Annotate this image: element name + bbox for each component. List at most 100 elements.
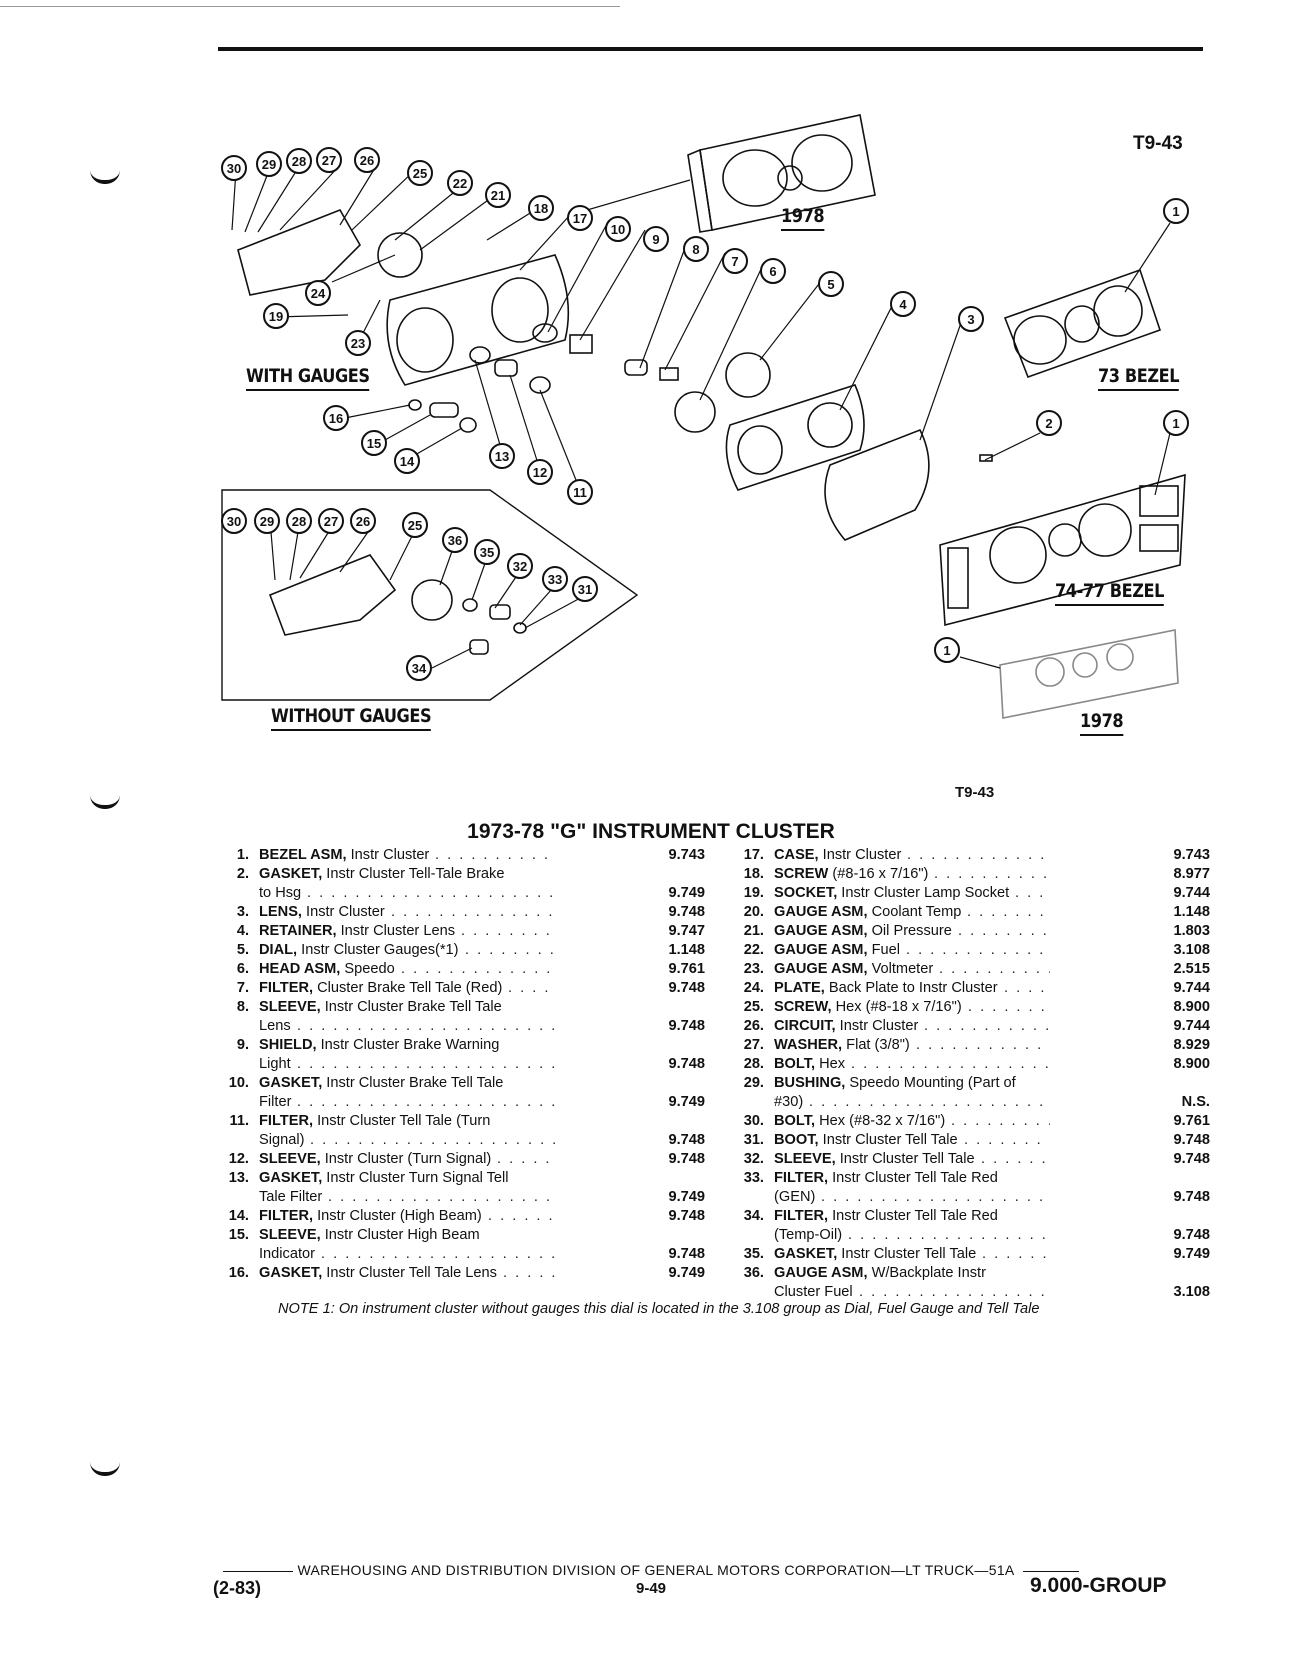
without-gauges-frame <box>221 489 639 701</box>
group-number: 9.744 <box>1173 980 1210 996</box>
part-row: 3.LENS, Instr Cluster. . . . . . . . . .… <box>215 903 705 922</box>
part-number: 15. <box>228 1227 249 1243</box>
callout-1b: 1 <box>1163 410 1189 436</box>
part-number: 3. <box>236 904 249 920</box>
footer-rule-right <box>1022 1570 1079 1572</box>
part-desc: Flat (3/8") <box>842 1037 910 1053</box>
bezel-74-77-drawing <box>939 473 1186 627</box>
part-name: BUSHING, <box>774 1075 846 1091</box>
part-row: Cluster Fuel. . . . . . . . . . . . . . … <box>730 1283 1210 1302</box>
part-description: FILTER, Instr Cluster (High Beam) <box>259 1207 482 1226</box>
part-description: FILTER, Instr Cluster Tell Tale Red <box>774 1169 998 1188</box>
callout-27: 27 <box>316 147 342 173</box>
part-name: SLEEVE, <box>259 1227 321 1243</box>
part-description: SCREW (#8-16 x 7/16") <box>774 865 928 884</box>
part-description: BOLT, Hex (#8-32 x 7/16") <box>774 1112 945 1131</box>
group-number: 9.748 <box>668 1018 705 1034</box>
part-name: GAUGE ASM, <box>774 904 868 920</box>
part-number: 32. <box>743 1151 764 1167</box>
part-number: 8. <box>236 999 249 1015</box>
part-desc-continued: Indicator <box>259 1246 315 1262</box>
part-name: CASE, <box>774 847 819 863</box>
group-number: 9.748 <box>668 1151 705 1167</box>
part-description: SLEEVE, Instr Cluster (Turn Signal) <box>259 1150 491 1169</box>
dot-leader: . . . . . . . . . . . . . . . . . . . . … <box>964 1132 1050 1148</box>
part-name: HEAD ASM, <box>259 961 341 977</box>
part-number: 28. <box>743 1056 764 1072</box>
part-name: BOOT, <box>774 1132 819 1148</box>
part-row: 6.HEAD ASM, Speedo. . . . . . . . . . . … <box>215 960 705 979</box>
callout-29: 29 <box>256 151 282 177</box>
label-1978-bottom: 1978 <box>1080 710 1124 736</box>
part-desc: Speedo Mounting (Part of <box>845 1075 1016 1091</box>
group-number: 9.748 <box>668 1246 705 1262</box>
part-number: 33. <box>743 1170 764 1186</box>
part-number: 13. <box>228 1170 249 1186</box>
part-desc: Coolant Temp <box>867 904 962 920</box>
part-row: 30.BOLT, Hex (#8-32 x 7/16"). . . . . . … <box>730 1112 1210 1131</box>
part-number: 10. <box>228 1075 249 1091</box>
part-number: 14. <box>228 1208 249 1224</box>
part-number: 17. <box>743 847 764 863</box>
part-description: SLEEVE, Instr Cluster High Beam <box>259 1226 480 1245</box>
part-desc-continued: #30) <box>774 1094 804 1110</box>
dot-leader: . . . . . . . . . . . . . . . . . . . . … <box>848 1227 1050 1243</box>
callout-9: 9 <box>643 226 669 252</box>
part-desc-continued: Signal) <box>259 1132 305 1148</box>
part-description: GASKET, Instr Cluster Tell-Tale Brake <box>259 865 504 884</box>
part-row: 34.FILTER, Instr Cluster Tell Tale Red <box>730 1207 1210 1226</box>
label-73-bezel: 73 BEZEL <box>1098 365 1180 391</box>
callout-5: 5 <box>818 271 844 297</box>
part-row: 18.SCREW (#8-16 x 7/16"). . . . . . . . … <box>730 865 1210 884</box>
callout-8: 8 <box>683 236 709 262</box>
part-row: 20.GAUGE ASM, Coolant Temp. . . . . . . … <box>730 903 1210 922</box>
part-desc: Instr Cluster Brake Warning <box>316 1037 500 1053</box>
callout-36: 36 <box>442 527 468 553</box>
part-desc: Instr Cluster Lens <box>336 923 455 939</box>
part-desc: Instr Cluster <box>346 847 430 863</box>
part-desc: Instr Cluster Lamp Socket <box>837 885 1010 901</box>
dot-leader: . . . . . . . . . . . . . . . . . . . . … <box>401 961 555 977</box>
part-number: 12. <box>228 1151 249 1167</box>
dot-leader: . . . . . . . . . . . . . . . . . . . . … <box>391 904 555 920</box>
bezel-73-drawing <box>1003 268 1162 379</box>
footnote: NOTE 1: On instrument cluster without ga… <box>278 1301 1040 1317</box>
dot-leader: . . . . . . . . . . . . . . . . . . . . … <box>809 1094 1050 1110</box>
part-row: #30) . . . . . . . . . . . . . . . . . . … <box>730 1093 1210 1112</box>
bezel-1978-drawing <box>999 629 1179 719</box>
part-desc: Instr Cluster Tell Tale Red <box>828 1170 998 1186</box>
exploded-parts-diagram <box>221 114 1186 719</box>
group-number: 9.749 <box>668 1094 705 1110</box>
part-row: 10.GASKET, Instr Cluster Brake Tell Tale <box>215 1074 705 1093</box>
callout-23: 23 <box>345 330 371 356</box>
group-number: 3.108 <box>1173 942 1210 958</box>
dot-leader: . . . . . . . . . . . . . . . . . . . . … <box>907 847 1050 863</box>
part-row: Tale Filter. . . . . . . . . . . . . . .… <box>215 1188 705 1207</box>
dot-leader: . . . . . . . . . . . . . . . . . . . . … <box>1015 885 1050 901</box>
part-row: Filter. . . . . . . . . . . . . . . . . … <box>215 1093 705 1112</box>
part-name: GASKET, <box>259 866 323 882</box>
part-name: LENS, <box>259 904 302 920</box>
part-desc: Cluster Brake Tell Tale (Red) <box>313 980 503 996</box>
dot-leader: . . . . . . . . . . . . . . . . . . . . … <box>821 1189 1050 1205</box>
part-name: FILTER, <box>259 980 314 996</box>
part-row: 27.WASHER, Flat (3/8"). . . . . . . . . … <box>730 1036 1210 1055</box>
part-name: SOCKET, <box>774 885 838 901</box>
callout-18: 18 <box>528 195 554 221</box>
part-description: BEZEL ASM, Instr Cluster <box>259 846 429 865</box>
group-number: 9.743 <box>1173 847 1210 863</box>
part-description: PLATE, Back Plate to Instr Cluster <box>774 979 998 998</box>
part-description: FILTER, Instr Cluster Tell Tale Red <box>774 1207 998 1226</box>
dot-leader: . . . . . . . . . . . . . . . . . . . . … <box>1004 980 1050 996</box>
part-row: 7.FILTER, Cluster Brake Tell Tale (Red).… <box>215 979 705 998</box>
part-description: HEAD ASM, Speedo <box>259 960 395 979</box>
part-description: SHIELD, Instr Cluster Brake Warning <box>259 1036 499 1055</box>
part-row: (Temp-Oil). . . . . . . . . . . . . . . … <box>730 1226 1210 1245</box>
retainer-drawing <box>725 384 865 491</box>
callout-28b: 28 <box>286 508 312 534</box>
part-row: 26.CIRCUIT, Instr Cluster. . . . . . . .… <box>730 1017 1210 1036</box>
part-name: SCREW, <box>774 999 832 1015</box>
footer-group: 9.000-GROUP <box>1030 1574 1167 1597</box>
callout-32: 32 <box>507 553 533 579</box>
part-desc: Speedo <box>340 961 395 977</box>
